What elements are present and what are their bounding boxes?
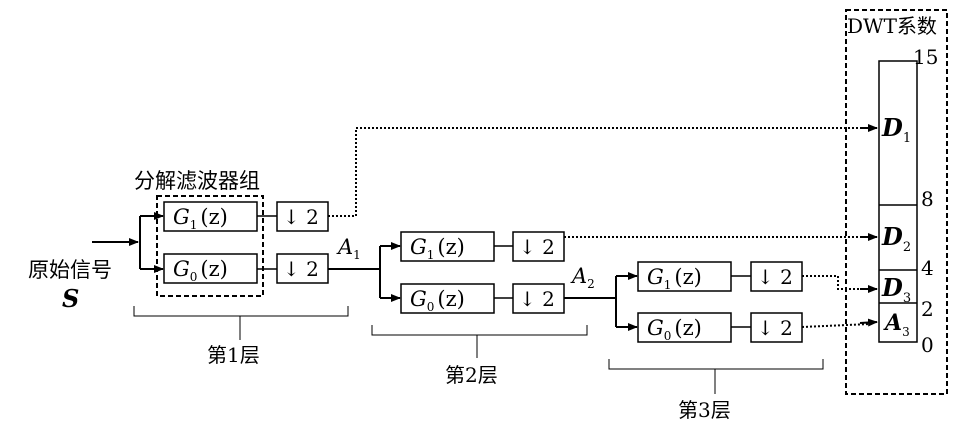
dwt-label: DWT系数 <box>847 14 937 38</box>
l1-ds-bottom-text: ↓ 2 <box>283 257 319 281</box>
l1-ds-bottom <box>276 253 329 284</box>
l2-ds-top <box>512 231 565 262</box>
level3-label: 第3层 <box>678 398 731 422</box>
tick-0: 0 <box>921 333 934 357</box>
level1-label: 第1层 <box>207 343 260 367</box>
tick-15: 15 <box>913 45 938 69</box>
level1-bracket <box>133 306 349 317</box>
dwt-dashed-box <box>845 9 948 395</box>
d3-path <box>802 275 870 290</box>
l1-g0-text: G0(z) <box>173 257 228 284</box>
l1-ds-top <box>276 201 329 232</box>
filter-bank-dashed-box <box>156 195 264 297</box>
tick-4: 4 <box>921 256 934 280</box>
l3-g0-text: G0(z) <box>647 316 702 343</box>
input-label: 原始信号 <box>28 258 112 282</box>
l1-g0-filter <box>163 253 258 284</box>
l1-g1-text: G1(z) <box>173 205 228 232</box>
tick-2: 2 <box>921 297 934 321</box>
level2-bracket <box>371 325 588 336</box>
coeff-column <box>878 60 918 343</box>
a2-label: A2 <box>570 264 595 291</box>
d3-label: D3 <box>881 273 911 306</box>
l2-ds-bottom <box>512 283 565 314</box>
a3-arrowhead <box>859 318 878 327</box>
l3-g1-text: G1(z) <box>647 265 702 292</box>
l3-ds-top <box>750 261 803 292</box>
l1-g1-filter <box>163 201 258 232</box>
level2-label: 第2层 <box>445 363 498 387</box>
l2-ds-bottom-text: ↓ 2 <box>519 287 555 311</box>
l2-g1-filter <box>400 231 495 262</box>
d2-label: D2 <box>881 222 911 255</box>
l1-ds-top-text: ↓ 2 <box>283 205 319 229</box>
l3-ds-bottom-text: ↓ 2 <box>757 316 793 340</box>
d1-path <box>328 127 870 217</box>
l2-g0-text: G0(z) <box>410 287 465 314</box>
a1-label: A1 <box>336 235 361 262</box>
l2-ds-top-text: ↓ 2 <box>519 235 555 259</box>
level3-bracket <box>608 359 824 370</box>
a3-label: A3 <box>883 310 910 339</box>
filter-bank-label: 分解滤波器组 <box>134 169 260 193</box>
l2-g0-filter <box>400 283 495 314</box>
l3-ds-bottom <box>750 312 803 343</box>
l3-g1-filter <box>637 261 732 292</box>
d1-label: D1 <box>881 113 911 146</box>
l3-ds-top-text: ↓ 2 <box>757 265 793 289</box>
l2-g1-text: G1(z) <box>410 235 465 262</box>
input-symbol: S <box>62 284 79 313</box>
tick-8: 8 <box>921 187 934 211</box>
a3-path <box>801 323 871 328</box>
l3-g0-filter <box>637 312 732 343</box>
